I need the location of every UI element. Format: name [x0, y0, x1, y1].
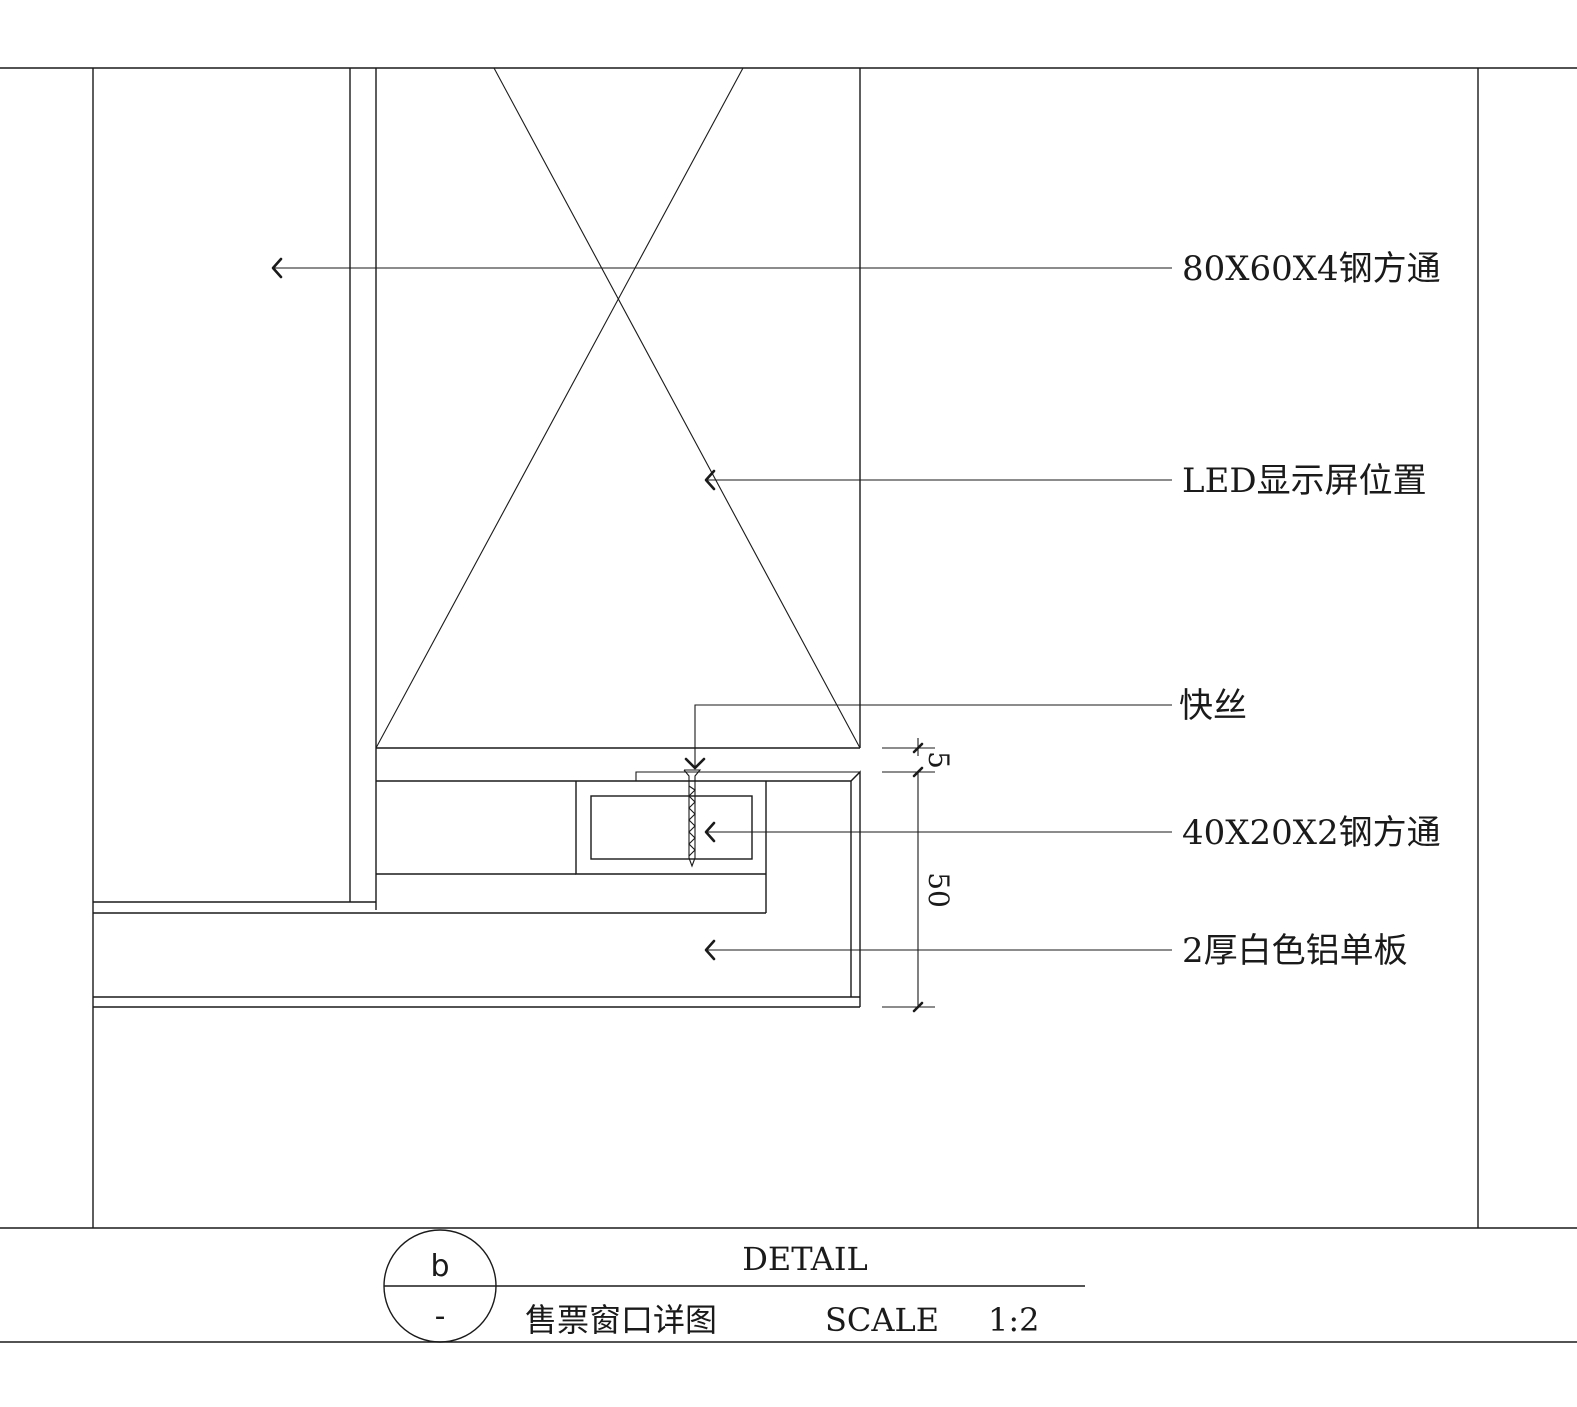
label-quick-screw: 快丝	[1179, 686, 1247, 726]
detail-letter: b	[430, 1249, 449, 1284]
label-steel-tube-small: 40X20X2钢方通	[1182, 813, 1441, 853]
label-steel-tube-large: 80X60X4钢方通	[1182, 249, 1441, 289]
label-aluminum-panel: 2厚白色铝单板	[1182, 931, 1408, 971]
dimension-top-gap: 5	[922, 751, 955, 769]
drawing-name: 售票窗口详图	[525, 1301, 717, 1339]
drawing-frame	[0, 67, 1577, 1343]
led-screen-zone	[375, 67, 861, 749]
wall-profile	[93, 68, 377, 910]
dimension-total-height: 50	[922, 872, 955, 908]
bottom-assembly	[93, 770, 861, 1008]
scale-label: SCALE	[825, 1301, 939, 1339]
sheet-reference: -	[435, 1299, 446, 1334]
small-steel-tube-inner	[590, 795, 753, 860]
leader-aluminum-panel	[704, 939, 1172, 961]
screw-icon	[683, 769, 702, 868]
leader-led-screen	[704, 469, 1172, 491]
leader-steel-tube-large	[271, 257, 1172, 279]
detail-heading: DETAIL	[742, 1240, 868, 1278]
label-led-screen: LED显示屏位置	[1182, 461, 1427, 501]
dimension-lines	[882, 738, 935, 1013]
scale-value: 1:2	[988, 1301, 1040, 1339]
leader-quick-screw	[684, 704, 1172, 770]
title-block	[383, 1229, 1085, 1343]
leader-steel-tube-small	[704, 821, 1172, 843]
